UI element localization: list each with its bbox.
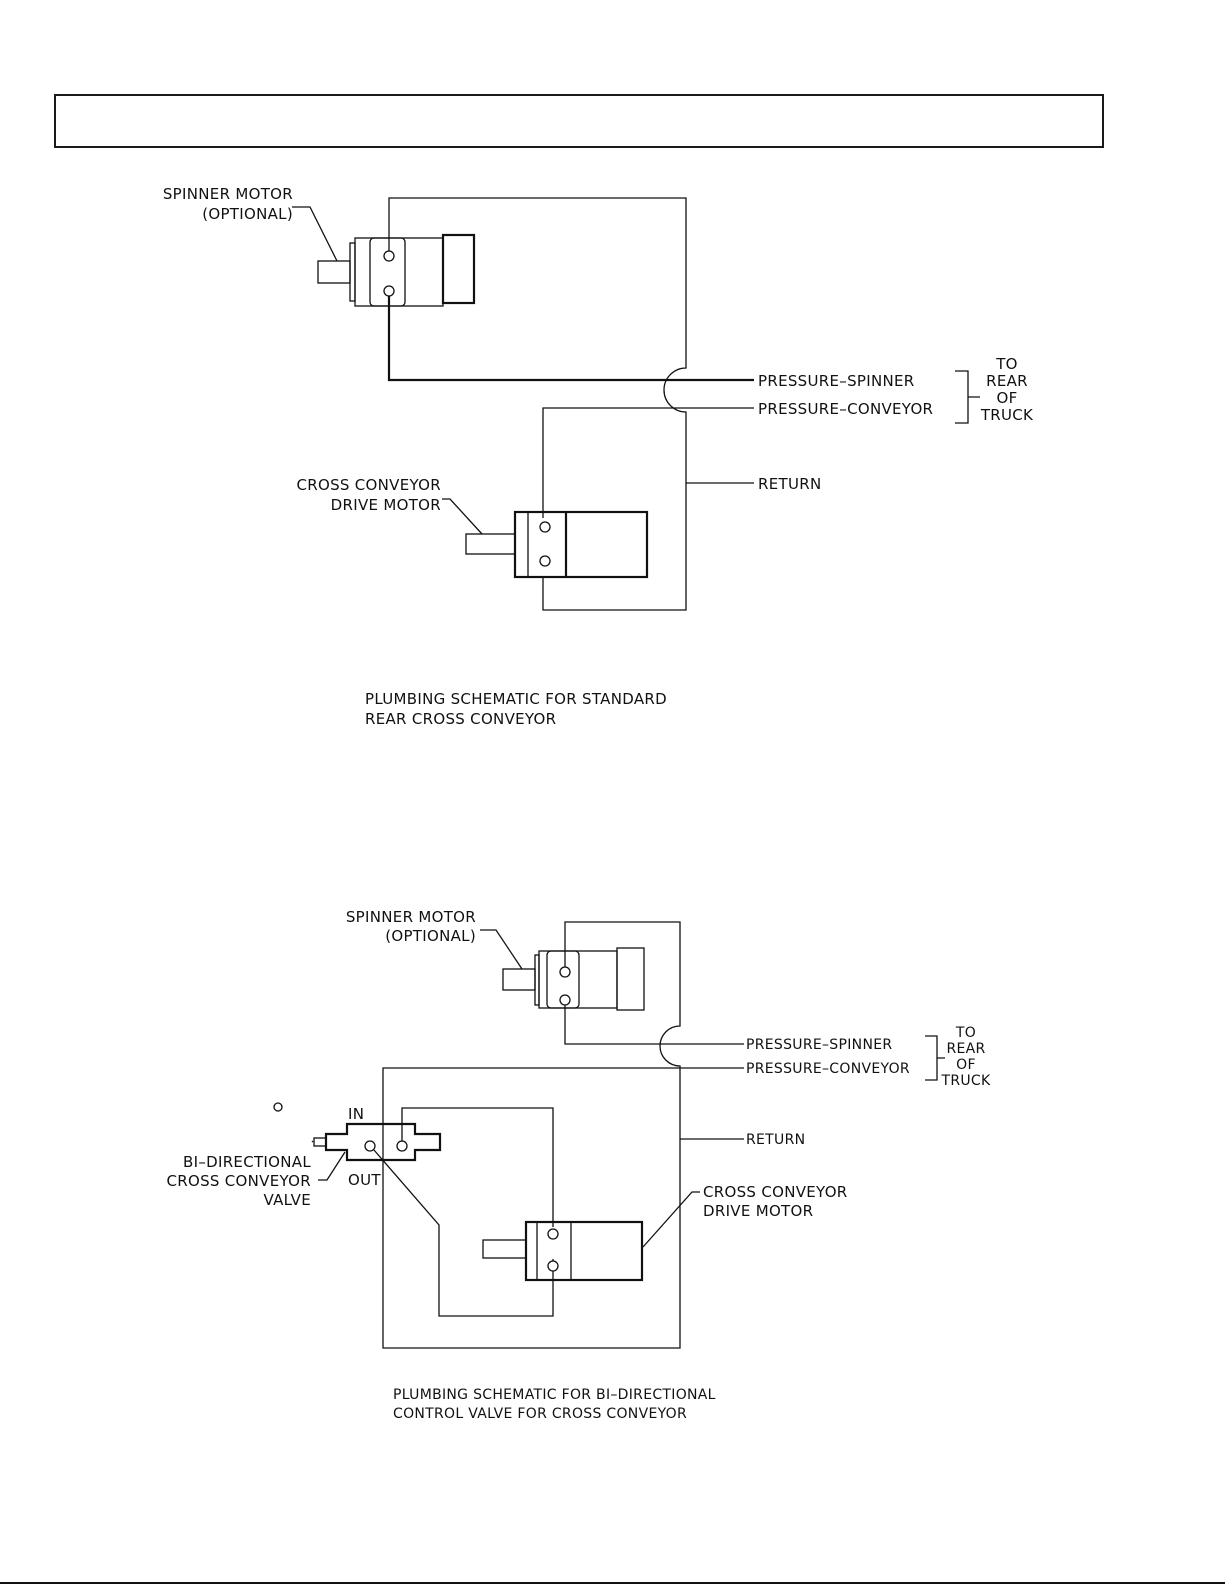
destination2-label-3: OF xyxy=(956,1057,976,1073)
return-label-2: RETURN xyxy=(746,1132,805,1148)
cross-conveyor-motor-icon-2 xyxy=(482,1220,644,1282)
spinner2-hose-loop xyxy=(382,921,744,1349)
spinner2-sublabel: (OPTIONAL) xyxy=(385,927,476,945)
diagram2-caption-line2: CONTROL VALVE FOR CROSS CONVEYOR xyxy=(393,1406,687,1422)
spinner2-port-top xyxy=(559,966,571,978)
valve-label-1: BI–DIRECTIONAL xyxy=(183,1153,311,1171)
valve-leader-arrow xyxy=(318,1151,346,1181)
destination-label-1: TO xyxy=(995,355,1018,373)
valve-label-2: CROSS CONVEYOR xyxy=(166,1172,311,1190)
spinner-port-top xyxy=(383,250,395,262)
destination-label-4: TRUCK xyxy=(980,406,1034,424)
destination-label-2: REAR xyxy=(986,372,1028,390)
pressure-conveyor-label-2: PRESSURE–CONVEYOR xyxy=(746,1061,910,1077)
valve-in-label: IN xyxy=(348,1105,364,1123)
spinner2-leader-arrow xyxy=(480,929,523,970)
return-label: RETURN xyxy=(758,475,822,493)
diagram2-caption-line1: PLUMBING SCHEMATIC FOR BI–DIRECTIONAL xyxy=(393,1387,716,1403)
pressure-spinner-label-2: PRESSURE–SPINNER xyxy=(746,1037,892,1053)
valve-in-loop xyxy=(401,1107,554,1227)
spinner-port-bottom xyxy=(383,285,395,297)
pressure-spinner-line xyxy=(387,296,754,382)
diagram-bi-directional-valve: SPINNER MOTOR (OPTIONAL) IN OUT BI–DIREC… xyxy=(166,908,992,1422)
valve-port-in xyxy=(396,1140,408,1152)
spinner-motor-icon-2 xyxy=(502,947,645,1011)
conveyor-motor-sublabel: DRIVE MOTOR xyxy=(331,496,441,514)
valve-out-loop xyxy=(373,1149,554,1317)
valve-out-label: OUT xyxy=(348,1171,381,1189)
spinner2-port-bottom xyxy=(559,994,571,1006)
diagram1-caption-line2: REAR CROSS CONVEYOR xyxy=(365,710,556,728)
cross-conveyor-motor-icon xyxy=(465,510,649,579)
spinner-motor-icon xyxy=(317,233,476,307)
diagram1-caption-line1: PLUMBING SCHEMATIC FOR STANDARD xyxy=(365,690,667,708)
pressure-conveyor-label: PRESSURE–CONVEYOR xyxy=(758,400,933,418)
spinner2-label: SPINNER MOTOR xyxy=(346,908,476,926)
destination-bracket xyxy=(955,370,980,424)
destination-label-3: OF xyxy=(996,389,1017,407)
pressure-spinner-line-2 xyxy=(564,1005,744,1045)
valve-label-3: VALVE xyxy=(263,1191,311,1209)
conveyor2-sublabel: DRIVE MOTOR xyxy=(703,1202,813,1220)
bi-directional-valve-icon xyxy=(273,1102,442,1162)
pressure-conveyor-line xyxy=(542,407,754,518)
spinner-motor-label: SPINNER MOTOR xyxy=(163,185,293,203)
conveyor2-label: CROSS CONVEYOR xyxy=(703,1183,848,1201)
conveyor-port-top xyxy=(539,521,551,533)
conveyor2-leader-arrow xyxy=(642,1191,700,1248)
header-title-box xyxy=(54,94,1104,148)
spinner-leader-arrow xyxy=(292,206,338,262)
spinner-hose-loop xyxy=(388,197,687,611)
diagram-standard-rear-cross-conveyor: SPINNER MOTOR (OPTIONAL) CROSS CONVEYOR … xyxy=(163,185,1034,728)
destination-bracket-2 xyxy=(925,1035,945,1081)
bottom-rule xyxy=(0,1582,1225,1584)
destination2-label-2: REAR xyxy=(946,1041,985,1057)
destination2-label-4: TRUCK xyxy=(941,1073,992,1089)
valve-port-out xyxy=(364,1140,376,1152)
pressure-spinner-label: PRESSURE–SPINNER xyxy=(758,372,915,390)
destination2-label-1: TO xyxy=(955,1025,976,1041)
conveyor-port-bottom xyxy=(539,555,551,567)
conveyor-motor-label: CROSS CONVEYOR xyxy=(296,476,441,494)
spinner-motor-sublabel: (OPTIONAL) xyxy=(202,205,293,223)
conveyor-leader-arrow xyxy=(442,498,483,535)
